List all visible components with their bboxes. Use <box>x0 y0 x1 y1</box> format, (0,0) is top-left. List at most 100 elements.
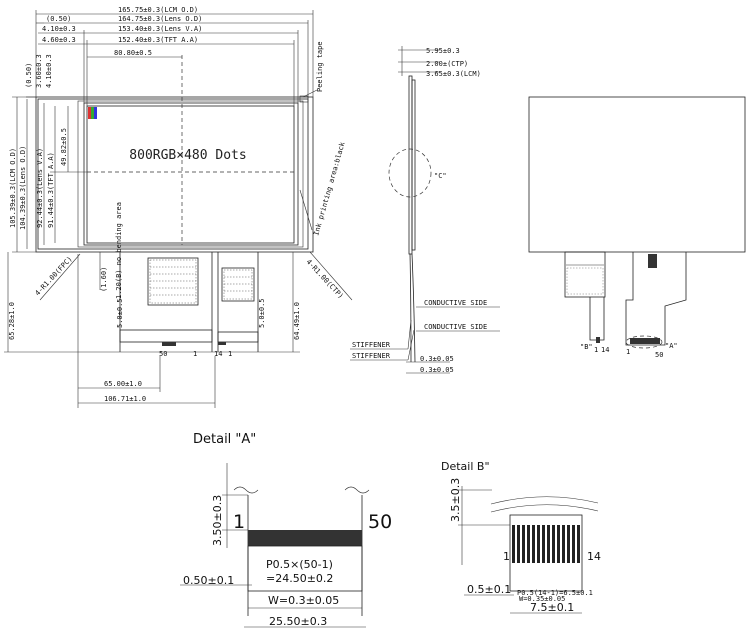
dim-50-left: 5.0±0.5 <box>116 298 124 328</box>
dim-lcm: 3.65±0.3(LCM) <box>426 70 481 78</box>
blue-pixel-marker <box>94 107 97 119</box>
peeling-tape-tab <box>299 95 309 103</box>
dim-tft-aa-height: 91.44±0.3(TFT A.A) <box>47 152 55 228</box>
dim-050-top: (0.50) <box>46 15 71 23</box>
dim-460-top: 4.60±0.3 <box>42 36 76 44</box>
conductive-side-1: CONDUCTIVE SIDE <box>424 299 487 307</box>
front-view: 800RGB×480 Dots 165.75±0.3(LCM O.D) (0.5… <box>4 6 353 408</box>
fpc-right-pattern <box>223 269 253 300</box>
ink-printing-label: Ink printing area:black <box>312 140 347 236</box>
detail-b-dim-05: 0.5±0.1 <box>467 583 511 596</box>
fpc-left <box>119 252 213 352</box>
detail-a-pitch-1: P0.5×(50-1) <box>266 558 333 571</box>
detail-a-dim-050: 0.50±0.1 <box>183 574 234 587</box>
ctp-radius-label: 4-R1.00(CTP) <box>305 258 345 300</box>
back-a-label: "A" <box>665 342 678 350</box>
pin-right-1: 1 <box>228 350 232 358</box>
back-view: "A" "B" 1 14 1 50 <box>528 96 746 359</box>
detail-b-dim-35: 3.5±0.3 <box>449 478 462 522</box>
stiffener-2: STIFFENER <box>352 352 391 360</box>
side-lcm <box>411 79 416 251</box>
ink-area-frame <box>77 100 304 248</box>
fpc-right <box>217 252 259 352</box>
peeling-tape-label: Peeling tape <box>316 41 324 92</box>
dim-6449: 64.49±1.0 <box>293 302 301 340</box>
detail-a-title: Detail "A" <box>193 432 256 447</box>
detail-a-pin-1: 1 <box>233 511 245 533</box>
detail-b-width: W=0.35±0.05 <box>519 595 565 603</box>
green-pixel-marker <box>91 107 94 119</box>
detail-a-pitch-2: =24.50±0.2 <box>266 572 333 585</box>
back-pin-50: 50 <box>655 351 663 359</box>
pin-left-50: 50 <box>159 350 167 358</box>
ctp-radius-leader <box>309 251 353 301</box>
dim-ctp: 2.00±(CTP) <box>426 60 468 68</box>
dim-4982: 49.82±0.5 <box>60 128 68 166</box>
back-b-label: "B" <box>580 343 593 351</box>
detail-c-circle <box>388 148 432 198</box>
dim-lens-od-height: 104.39±0.3(Lens O.D) <box>19 146 27 230</box>
fpc-left-pattern <box>149 259 197 304</box>
fpc-radius-leader <box>39 253 81 301</box>
detail-b-pad-area <box>509 514 583 592</box>
detail-b: Detail B" 3.5±0.3 1 14 0.5±0.1 P0.5(1 <box>441 460 601 614</box>
back-pin-1b: 1 <box>626 348 630 356</box>
dim-8080: 80.80±0.5 <box>114 49 152 57</box>
detail-a-pin-50: 50 <box>368 511 392 533</box>
lens-outline <box>37 98 309 250</box>
pin-right-14: 14 <box>214 350 222 358</box>
dim-lcm-od-height: 105.39±0.3(LCM O.D) <box>9 148 17 228</box>
stiffener-1: STIFFENER <box>352 341 391 349</box>
dim-050-left: (0.50) <box>25 63 33 88</box>
tft-aa-frame <box>86 105 295 244</box>
red-pixel-marker <box>88 107 91 119</box>
detail-c-label: "C" <box>434 172 447 180</box>
back-pin-1: 1 <box>594 346 598 354</box>
detail-a-circle <box>625 335 663 349</box>
back-fpc-small <box>564 251 606 298</box>
dim-tft-aa-width: 152.40±0.3(TFT A.A) <box>118 36 198 44</box>
detail-a-dim-35: 3.50±0.3 <box>211 495 224 546</box>
detail-b-pin-1: 1 <box>503 550 510 563</box>
detail-a-total: 25.50±0.3 <box>269 615 327 628</box>
dim-03-1: 0.3±0.05 <box>420 355 454 363</box>
lens-va-frame <box>83 102 299 246</box>
dim-50-right: 5.0±0.5 <box>258 298 266 328</box>
detail-a-width: W=0.3±0.05 <box>268 594 339 607</box>
detail-b-contacts <box>512 525 580 563</box>
side-view: 5.95±0.3 2.00±(CTP) 3.65±0.3(LCM) "C" CO… <box>350 46 500 374</box>
detail-b-pin-14: 14 <box>587 550 601 563</box>
detail-b-title: Detail B" <box>441 460 490 473</box>
dim-410-left: 4.10±0.3 <box>45 54 53 88</box>
resolution-label: 800RGB×480 Dots <box>129 148 246 163</box>
conductive-side-2: CONDUCTIVE SIDE <box>424 323 487 331</box>
back-outline <box>528 96 746 253</box>
back-pin-14: 14 <box>601 346 609 354</box>
dim-410-top: 4.10±0.3 <box>42 25 76 33</box>
dim-lens-va-height: 92.44±0.3(Lens V.A) <box>36 148 44 228</box>
fpc-radius-label: 4-R1.00(FPC) <box>34 255 74 297</box>
dim-160: (1.60) <box>100 267 108 292</box>
ink-leader <box>299 189 313 231</box>
detail-a: Detail "A" 3.50±0.3 1 50 P0.5×(50-1) =24… <box>180 432 392 628</box>
dim-6500: 65.00±1.0 <box>104 380 142 388</box>
top-dimensions <box>35 10 314 106</box>
detail-b-total: 7.5±0.1 <box>530 601 574 614</box>
dim-lens-od-width: 164.75±0.3(Lens O.D) <box>118 15 202 23</box>
detail-a-contacts <box>248 530 362 546</box>
back-fpc-large <box>625 252 687 346</box>
dim-10671: 106.71±1.0 <box>104 395 146 403</box>
lcm-outline <box>35 96 314 253</box>
side-glass <box>408 75 413 255</box>
left-dimensions <box>12 96 87 253</box>
pin-left-1: 1 <box>193 350 197 358</box>
dim-6528: 65.28±1.0 <box>8 302 16 340</box>
dim-lcm-od-width: 165.75±0.3(LCM O.D) <box>118 6 198 14</box>
fpc-bend-note: 1.20(B) no bending area <box>115 202 123 299</box>
detail-b-pitch: P0.5(14-1)=6.5±0.1 <box>517 589 593 597</box>
detail-a-pad-area <box>247 545 363 592</box>
dim-03-2: 0.3±0.05 <box>420 366 454 374</box>
dim-lens-va-width: 153.40±0.3(Lens V.A) <box>118 25 202 33</box>
dim-360-left: 3.60±0.3 <box>35 54 43 88</box>
